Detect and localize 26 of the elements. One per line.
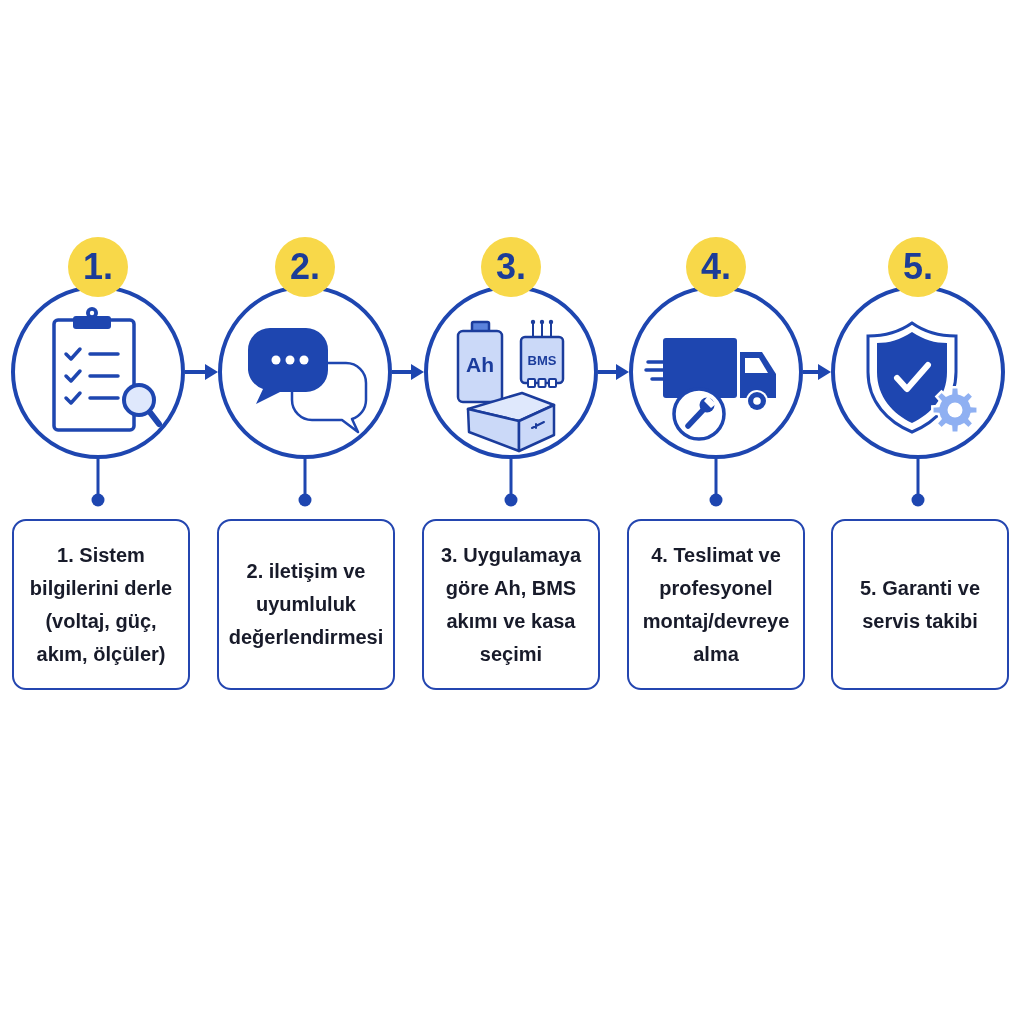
step-card [217,519,395,690]
step-text: 2. iletişim ve uyumluluk değerlendirmesi [227,559,385,650]
step-badge [686,237,746,297]
arrow [803,364,831,380]
step-number: 2. [290,247,320,287]
step-badge [275,237,335,297]
step-number: 1. [83,247,113,287]
step-text: 4. Teslimat ve profesyonel montaj/devreye alma [641,542,791,667]
step-card [627,519,805,690]
step-badge [888,237,948,297]
arrow [185,364,218,380]
step-card [12,519,190,690]
step-number: 3. [496,247,526,287]
arrow [598,364,629,380]
step-number: 5. [903,247,933,287]
chip-label: BMS [526,353,558,368]
step-number: 4. [701,247,731,287]
step-text: 1. Sistem bilgilerini derle (voltaj, güç, akım, ölçüler) [28,542,174,667]
step-card [831,519,1009,690]
capacity-label: Ah [465,353,495,376]
step-badge [68,237,128,297]
step-card [422,519,600,690]
arrow [392,364,424,380]
step-text: 3. Uygulamaya göre Ah, BMS akımı ve kasa seçimi [439,542,583,667]
step-text: 5. Garanti ve servis takibi [858,575,982,634]
step-badge [481,237,541,297]
